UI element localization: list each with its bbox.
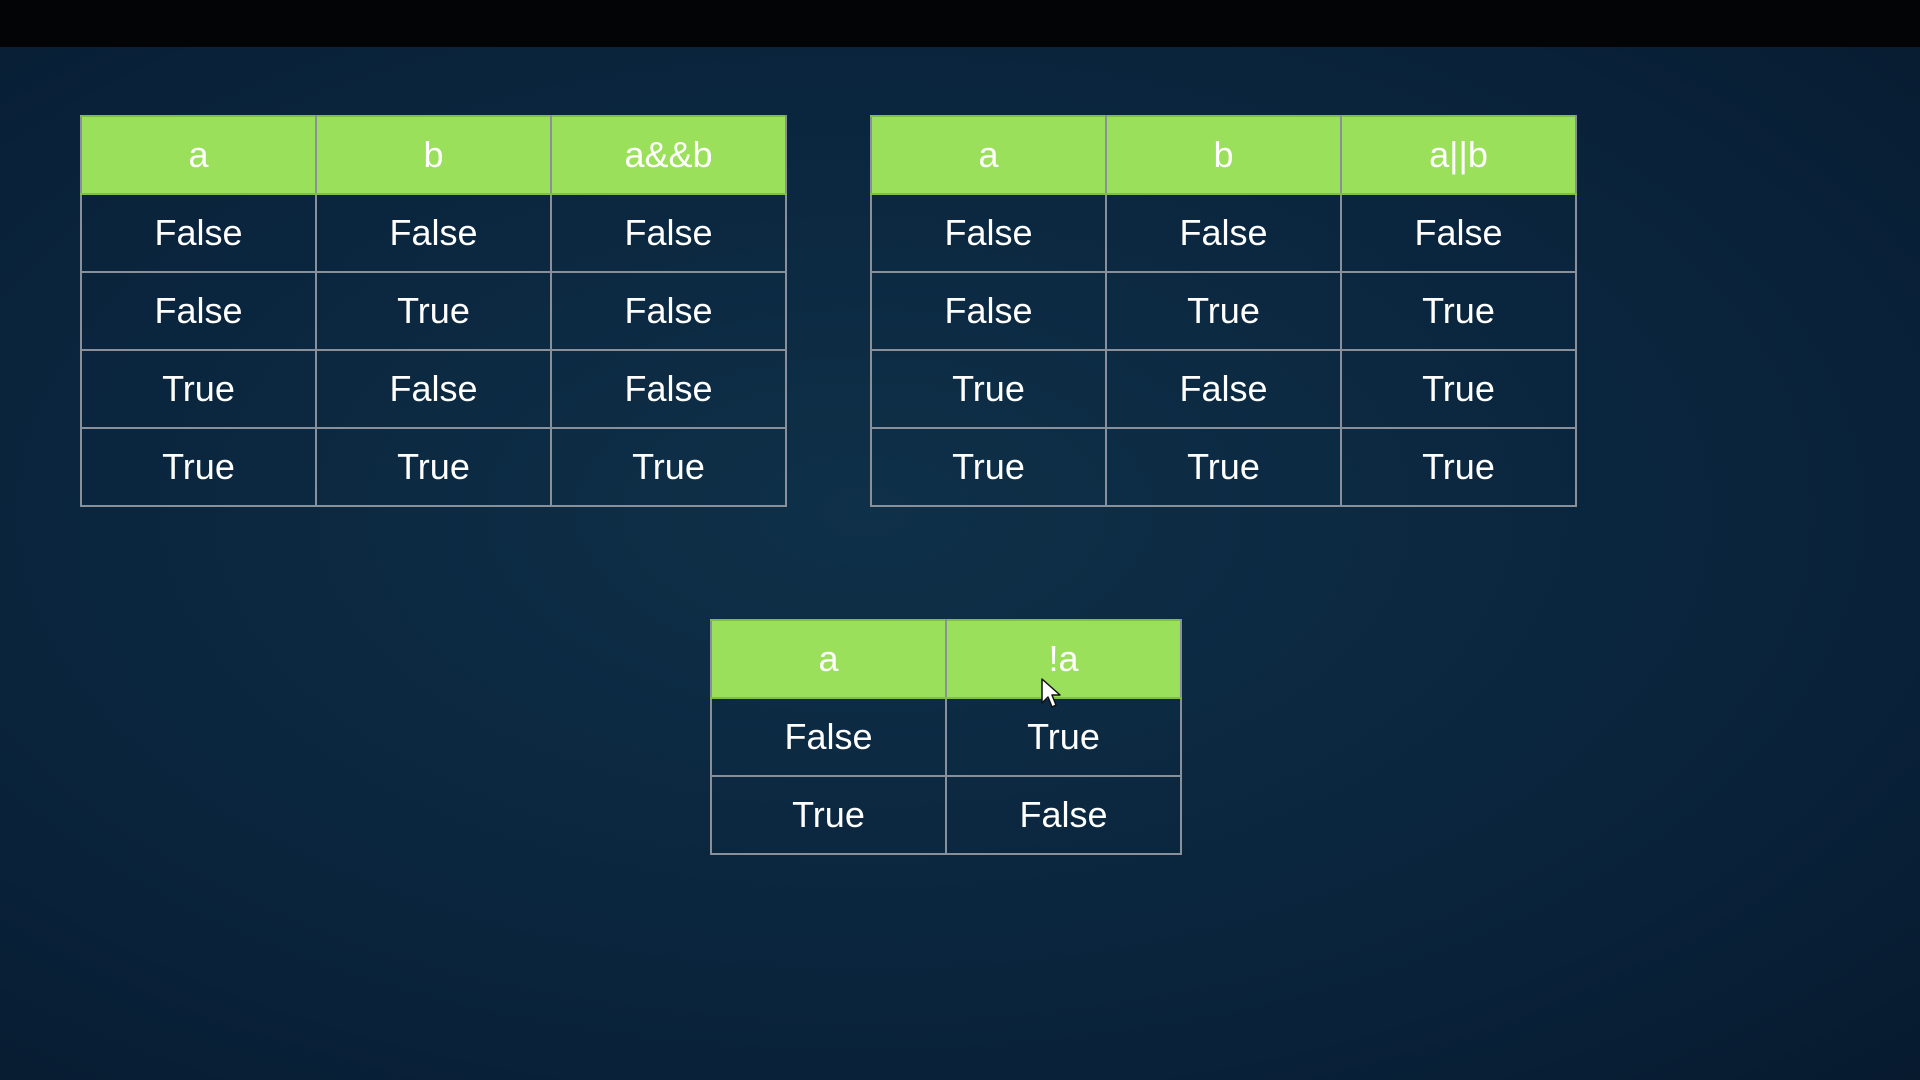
header-cell-a-and-b: a&&b <box>550 115 787 195</box>
table-cell: True <box>1340 271 1577 351</box>
table-row: False True False <box>80 271 787 351</box>
table-row: True False <box>710 775 1182 855</box>
table-cell: True <box>945 697 1182 777</box>
table-cell: False <box>1340 193 1577 273</box>
table-header-row: a b a&&b <box>80 115 787 195</box>
table-cell: True <box>710 775 947 855</box>
table-cell: False <box>80 193 317 273</box>
table-header-row: a !a <box>710 619 1182 699</box>
table-cell: False <box>80 271 317 351</box>
table-row: False True True <box>870 271 1577 351</box>
header-cell-a-or-b: a||b <box>1340 115 1577 195</box>
top-black-bar <box>0 0 1920 47</box>
or-truth-table: a b a||b False False False False True Tr… <box>870 115 1577 507</box>
table-cell: False <box>945 775 1182 855</box>
table-row: True True True <box>80 427 787 507</box>
table-cell: True <box>1105 271 1342 351</box>
table-cell: False <box>710 697 947 777</box>
not-truth-table: a !a False True True False <box>710 619 1182 855</box>
table-cell: False <box>550 193 787 273</box>
table-cell: True <box>315 271 552 351</box>
table-row: False False False <box>870 193 1577 273</box>
table-row: False False False <box>80 193 787 273</box>
table-cell: True <box>80 427 317 507</box>
table-cell: True <box>1340 349 1577 429</box>
and-truth-table: a b a&&b False False False False True Fa… <box>80 115 787 507</box>
table-cell: False <box>870 193 1107 273</box>
table-cell: False <box>1105 193 1342 273</box>
table-cell: True <box>315 427 552 507</box>
mouse-pointer-icon <box>1041 678 1061 708</box>
table-cell: False <box>315 193 552 273</box>
table-cell: True <box>1105 427 1342 507</box>
table-cell: False <box>315 349 552 429</box>
header-cell-not-a: !a <box>945 619 1182 699</box>
header-cell-a: a <box>710 619 947 699</box>
header-cell-a: a <box>870 115 1107 195</box>
table-row: True False True <box>870 349 1577 429</box>
table-cell: True <box>550 427 787 507</box>
table-cell: False <box>870 271 1107 351</box>
table-cell: True <box>870 427 1107 507</box>
table-cell: False <box>550 271 787 351</box>
header-cell-b: b <box>315 115 552 195</box>
table-cell: True <box>1340 427 1577 507</box>
header-cell-b: b <box>1105 115 1342 195</box>
table-cell: False <box>550 349 787 429</box>
table-cell: True <box>870 349 1107 429</box>
header-cell-a: a <box>80 115 317 195</box>
table-row: True False False <box>80 349 787 429</box>
slide-canvas: a b a&&b False False False False True Fa… <box>0 47 1920 1080</box>
table-cell: True <box>80 349 317 429</box>
table-row: True True True <box>870 427 1577 507</box>
table-row: False True <box>710 697 1182 777</box>
table-cell: False <box>1105 349 1342 429</box>
table-header-row: a b a||b <box>870 115 1577 195</box>
